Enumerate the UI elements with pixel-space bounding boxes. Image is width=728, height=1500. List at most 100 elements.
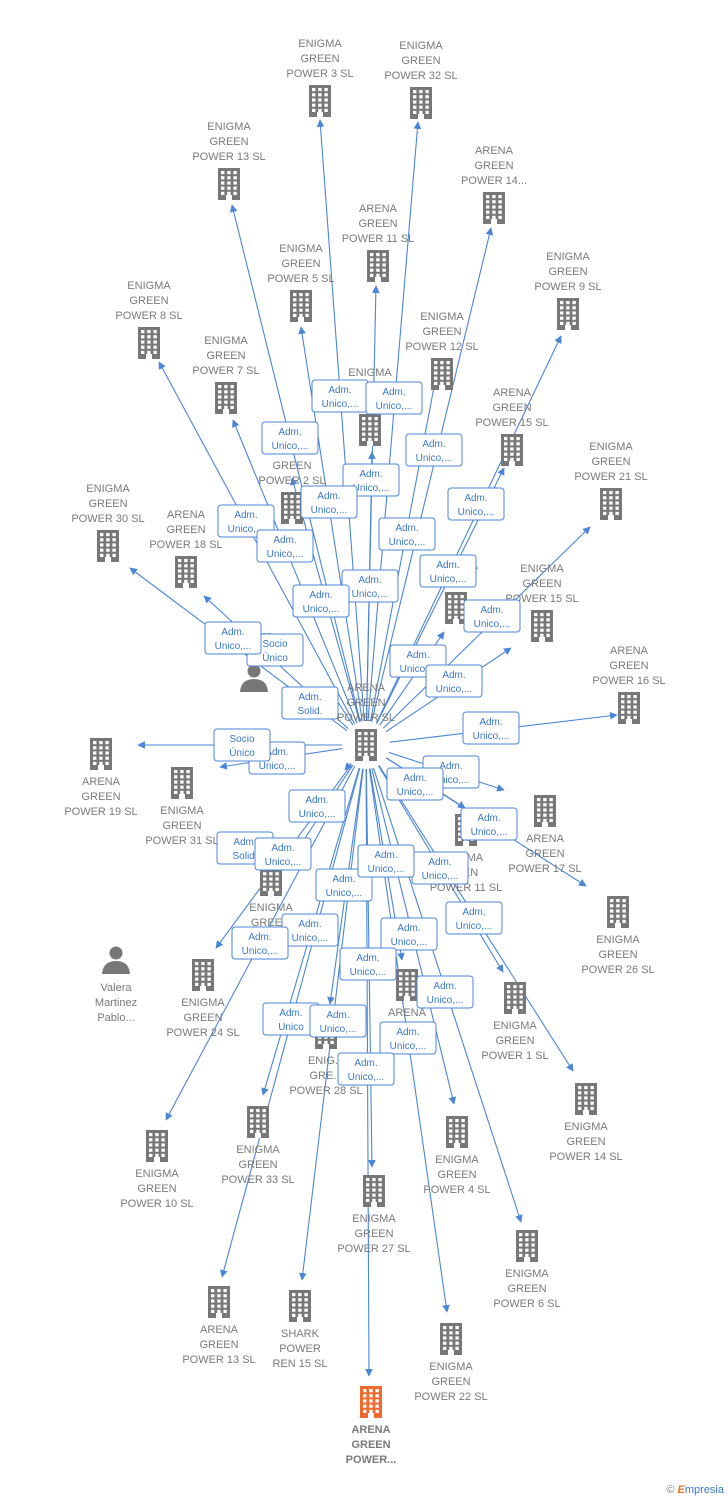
relation-label[interactable]: Adm.Unico,... <box>339 947 397 981</box>
relation-text: Socio <box>229 734 254 745</box>
node-label: POWER 26 SL <box>581 964 654 976</box>
node-label: GREEN <box>238 1159 277 1171</box>
building-icon <box>607 896 629 928</box>
relation-label[interactable]: Adm.Unico,... <box>231 926 289 960</box>
relation-label[interactable]: Adm.Unico,... <box>204 621 262 655</box>
relation-text: Unico,... <box>353 483 390 494</box>
building-icon <box>367 250 389 282</box>
relation-label[interactable]: Adm.Unico,... <box>300 485 358 519</box>
relation-label[interactable]: Adm.Unico,... <box>379 1021 437 1055</box>
relation-text: Adm. <box>278 427 301 438</box>
relation-text: Adm. <box>395 523 418 534</box>
node-label: POWER 1 SL <box>481 1050 548 1062</box>
node-label: GREEN <box>206 350 245 362</box>
relation-text: Unico <box>278 1022 304 1033</box>
relation-text: Unico,... <box>352 589 389 600</box>
relation-label[interactable]: Adm.Unico,... <box>386 767 444 801</box>
relation-label[interactable]: Adm.Unico,... <box>445 901 503 935</box>
relation-label[interactable]: Adm.Unico,... <box>341 569 399 603</box>
relation-text: Unico,... <box>471 827 508 838</box>
relation-label[interactable]: Adm.Unico,... <box>311 379 369 413</box>
relation-label[interactable]: Adm.Unico,... <box>256 529 314 563</box>
edge-n_ap14 <box>371 227 494 722</box>
relation-text: Unico,... <box>397 787 434 798</box>
relation-label[interactable]: Adm.Unico,... <box>378 517 436 551</box>
relation-label[interactable]: Adm.Unico,... <box>337 1052 395 1086</box>
relation-text: Unico,... <box>422 871 459 882</box>
relation-text: Unico,... <box>228 524 265 535</box>
relation-text: Adm. <box>433 981 456 992</box>
person-icon <box>240 664 268 692</box>
relation-label[interactable]: Adm.Unico,... <box>416 975 474 1009</box>
relation-label[interactable]: Adm.Unico,... <box>315 868 373 902</box>
node-label: POWER 3 SL <box>286 68 353 80</box>
company-node-n_focus[interactable]: ARENAGREENPOWER... <box>346 1386 397 1466</box>
relation-text: Adm. <box>428 857 451 868</box>
relation-label[interactable]: Adm.Unico,... <box>460 807 518 841</box>
relation-label[interactable]: Adm.Unico,... <box>463 599 521 633</box>
building-icon <box>289 1290 311 1322</box>
person-node-n_valera[interactable]: ValeraMartinezPablo... <box>95 946 137 1025</box>
relation-text: Unico,... <box>320 1024 357 1035</box>
relation-label[interactable]: Adm.Solid. <box>281 686 339 720</box>
relation-label[interactable]: Adm.Unico,... <box>462 711 520 745</box>
relation-label[interactable]: Adm. Unico,... <box>261 421 319 455</box>
node-label: ARENA <box>167 509 206 521</box>
relation-label[interactable]: Adm.Unico,... <box>288 789 346 823</box>
relation-label[interactable]: Adm.Unico,... <box>357 844 415 878</box>
relation-label[interactable]: Adm.Unico,... <box>447 487 505 521</box>
node-label: POWER 24 SL <box>166 1027 239 1039</box>
footer-brand[interactable]: © Empresia <box>666 1484 724 1496</box>
relation-label[interactable]: Adm.Unico,... <box>425 664 483 698</box>
node-label: GREEN <box>598 949 637 961</box>
relation-label[interactable]: Adm.Unico,... <box>217 504 275 538</box>
relation-label[interactable]: Adm.Unico,... <box>309 1004 367 1038</box>
relation-label[interactable]: Adm.Unico,... <box>292 584 350 618</box>
relation-label[interactable]: Adm.Unico,... <box>365 381 423 415</box>
relation-label[interactable]: Adm.Unico,... <box>281 913 339 947</box>
relation-text: Adm. <box>436 560 459 571</box>
relation-label[interactable]: Adm.Unico,... <box>405 433 463 467</box>
relation-label[interactable]: Adm.Unico,... <box>254 837 312 871</box>
relation-label[interactable]: Adm.Unico,... <box>380 917 438 951</box>
relation-label[interactable]: Adm.Unico,... <box>419 554 477 588</box>
relation-text: Unico,... <box>272 441 309 452</box>
node-label: ENIGMA <box>135 1168 179 1180</box>
relation-label[interactable]: Adm. Unico,... <box>411 851 469 885</box>
